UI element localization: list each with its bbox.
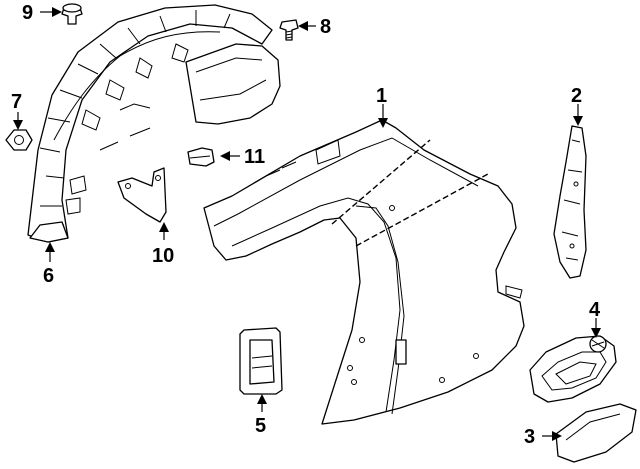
callout-2: 2 [571,85,582,107]
callout-11: 11 [244,146,265,168]
fuel-door-part [555,403,637,463]
callout-4: 4 [589,299,601,321]
wheelhouse-liner-part [27,4,273,243]
callout-10: 10 [152,245,174,267]
callout-7: 7 [11,91,22,113]
fuel-filler-housing-part [529,335,617,403]
callout-3: 3 [524,426,535,448]
callout-5: 5 [255,415,266,437]
callout-6: 6 [43,265,54,287]
inner-wheelhouse-panel [185,43,281,125]
lens-part [239,327,283,395]
callout-1: 1 [376,85,387,107]
quarter-panel-part [203,119,525,425]
bracket-part [117,167,167,223]
nut-part [5,129,33,151]
screw-part [279,19,299,41]
push-clip-part [61,3,83,25]
callout-8: 8 [320,16,331,38]
pillar-reinforcement-part [553,125,587,279]
callout-9: 9 [22,2,33,24]
bolt-part [187,147,215,167]
callout-labels: 1 2 3 4 5 6 7 8 9 10 11 [11,2,601,448]
leader-lines [13,7,601,441]
